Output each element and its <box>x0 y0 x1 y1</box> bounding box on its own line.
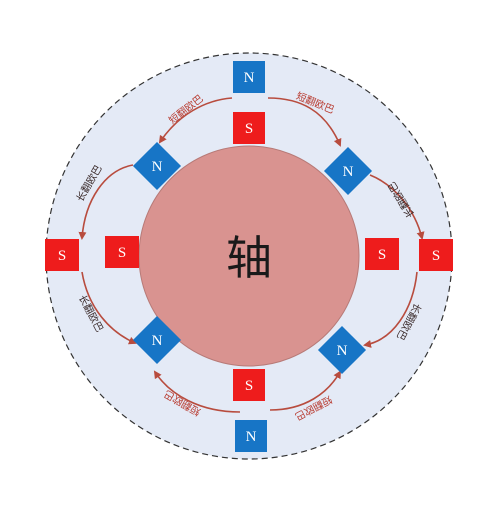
magnet-right-outer-label: S <box>432 248 440 264</box>
magnet-left-outer: S <box>45 239 79 271</box>
magnet-right-inner-label: S <box>378 247 386 263</box>
magnet-right-outer: S <box>419 239 453 271</box>
arrow-bottom-right <box>269 370 341 411</box>
magnet-top-inner: S <box>233 112 265 144</box>
magnet-top-inner-label: S <box>245 121 253 137</box>
arrow-left-lower <box>81 271 137 345</box>
magnet-lower-right-diag: N <box>317 325 367 375</box>
magnet-bottom-outer: N <box>235 420 267 452</box>
arrow-top-right <box>267 97 342 147</box>
magnet-lower-left-diag-label: N <box>152 333 163 349</box>
magnet-lower-left-diag: N <box>132 315 182 365</box>
arrow-left-upper <box>78 164 134 240</box>
magnet-bottom-outer-label: N <box>246 429 257 445</box>
magnet-upper-right-diag-label: N <box>343 164 354 180</box>
magnet-right-inner: S <box>365 238 399 270</box>
magnet-top-outer: N <box>233 61 265 93</box>
arrow-top-left <box>158 97 233 144</box>
magnet-left-inner-label: S <box>118 245 126 261</box>
magnet-bottom-inner-label: S <box>245 378 253 394</box>
magnet-upper-right-diag: N <box>323 146 373 196</box>
axis-label: 轴 <box>226 231 272 285</box>
arrow-bottom-left <box>153 370 241 413</box>
magnet-left-inner: S <box>105 236 139 268</box>
arrow-right-upper <box>369 174 425 240</box>
flux-arrows <box>78 97 425 413</box>
magnet-lower-right-diag-label: N <box>337 343 348 359</box>
magnet-bottom-inner: S <box>233 369 265 401</box>
magnet-upper-left-diag-label: N <box>152 159 163 175</box>
magnet-top-outer-label: N <box>244 70 255 86</box>
magnet-upper-left-diag: N <box>132 141 182 191</box>
arrow-right-lower <box>363 271 418 348</box>
magnet-left-outer-label: S <box>58 248 66 264</box>
